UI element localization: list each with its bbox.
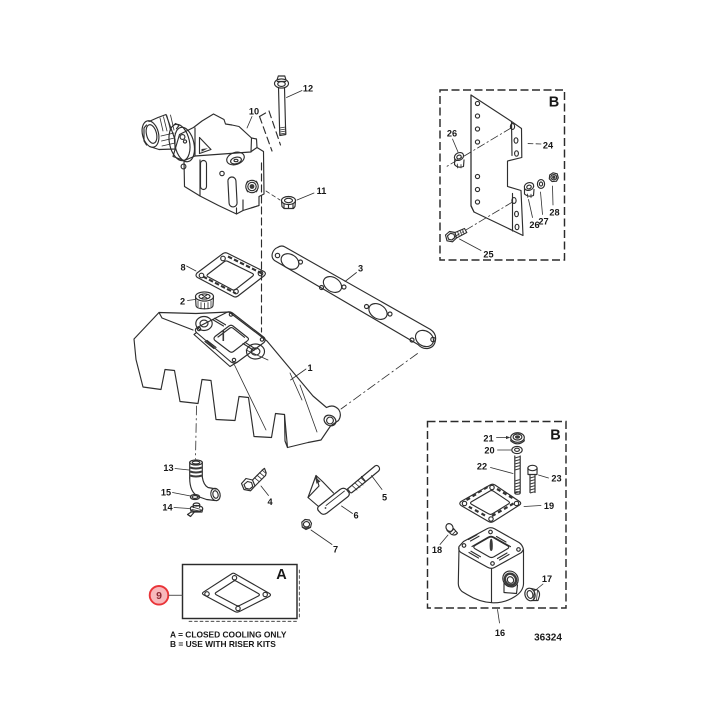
svg-text:22: 22 <box>477 462 487 472</box>
svg-text:B: B <box>550 428 560 444</box>
svg-text:23: 23 <box>551 474 561 484</box>
svg-text:25: 25 <box>483 250 493 260</box>
svg-text:10: 10 <box>249 107 259 117</box>
svg-text:17: 17 <box>542 574 552 584</box>
svg-text:26: 26 <box>447 129 457 139</box>
svg-text:8: 8 <box>180 263 185 273</box>
svg-text:19: 19 <box>544 501 554 511</box>
svg-text:12: 12 <box>303 84 313 94</box>
svg-text:5: 5 <box>382 493 387 503</box>
svg-text:36324: 36324 <box>534 633 562 644</box>
svg-text:3: 3 <box>358 264 363 274</box>
svg-text:6: 6 <box>353 511 358 521</box>
svg-text:B: B <box>549 95 559 111</box>
svg-text:28: 28 <box>549 208 559 218</box>
svg-text:2: 2 <box>180 297 185 307</box>
svg-text:24: 24 <box>543 141 554 151</box>
svg-text:13: 13 <box>163 463 173 473</box>
svg-text:14: 14 <box>162 503 173 513</box>
svg-text:1: 1 <box>307 363 312 373</box>
svg-text:B = USE WITH RISER KITS: B = USE WITH RISER KITS <box>170 639 276 649</box>
svg-text:15: 15 <box>161 488 171 498</box>
svg-text:4: 4 <box>267 497 273 507</box>
svg-text:A = CLOSED COOLING ONLY: A = CLOSED COOLING ONLY <box>170 630 287 640</box>
svg-text:11: 11 <box>317 186 327 196</box>
svg-text:27: 27 <box>538 217 548 227</box>
svg-text:9: 9 <box>156 590 162 602</box>
svg-text:21: 21 <box>483 434 493 444</box>
svg-text:A: A <box>276 567 287 583</box>
svg-text:7: 7 <box>333 545 338 555</box>
svg-text:18: 18 <box>432 545 442 555</box>
svg-text:16: 16 <box>495 628 505 638</box>
svg-text:20: 20 <box>484 446 494 456</box>
svg-text:26: 26 <box>529 220 539 230</box>
